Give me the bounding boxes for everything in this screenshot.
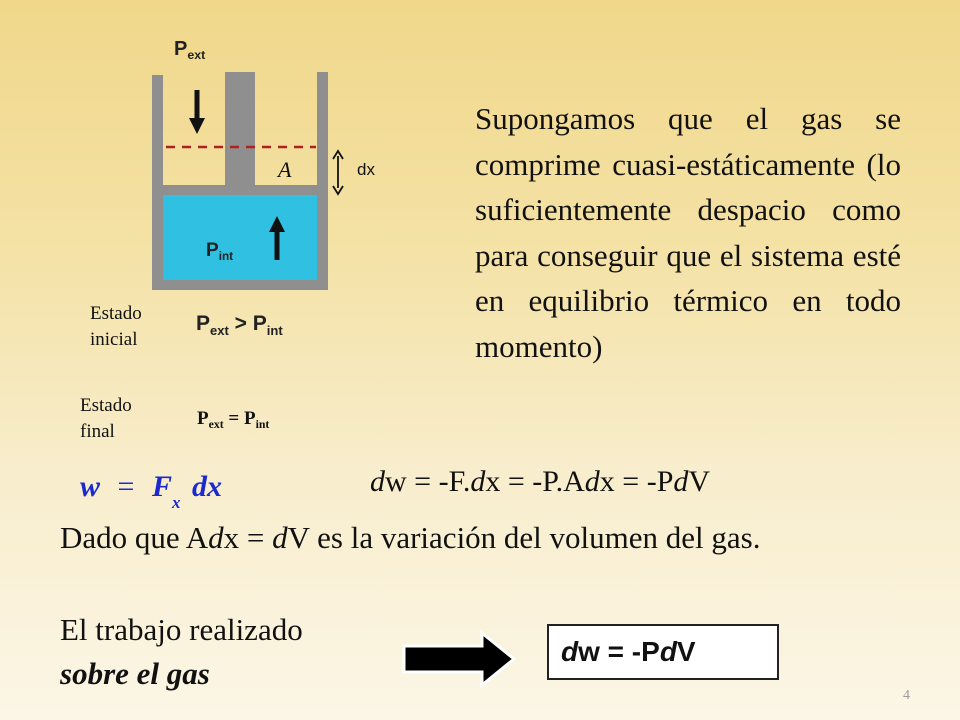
- estado-inicial-line1: Estado: [90, 303, 142, 324]
- dw-equation: dw = -F.dx = -P.Adx = -PdV: [370, 465, 710, 499]
- p-ext-sub: ext: [187, 48, 206, 63]
- formula-w: w: [80, 470, 101, 503]
- right-arrow-icon: [402, 630, 517, 688]
- p-int-main: P: [206, 240, 219, 261]
- dx-arrowhead-top: [332, 149, 344, 160]
- p-ext-arrowhead: [189, 118, 205, 134]
- piston-head: [163, 185, 317, 195]
- cond-op: >: [228, 312, 253, 335]
- cond-s2: int: [266, 322, 283, 338]
- cond-p2: P: [252, 312, 267, 335]
- cond-final-s2: int: [255, 418, 270, 432]
- work-on-gas-text: El trabajo realizado sobre el gas: [60, 608, 303, 696]
- p-int-label: Pint: [206, 240, 234, 264]
- cond-s1: ext: [210, 322, 229, 338]
- volume-change-sentence: Dado que Adx = dV es la variación del vo…: [60, 516, 900, 559]
- estado-final-line1: Estado: [80, 395, 132, 416]
- cond-final-p2: P: [243, 408, 256, 429]
- formula-x-sub: x: [171, 493, 181, 512]
- gas-volume: [163, 193, 317, 280]
- cond-final-s1: ext: [208, 418, 224, 432]
- cond-p1: P: [196, 312, 211, 335]
- dw-d3: d: [584, 465, 600, 498]
- p-int-sub: int: [218, 250, 234, 264]
- dado-d1: d: [208, 520, 224, 555]
- dw-t1: w = -F.: [385, 465, 471, 498]
- cond-final-op: =: [223, 408, 244, 429]
- dw-d1: d: [370, 465, 385, 498]
- cylinder-right-wall: [317, 72, 328, 290]
- formula-dx: dx: [191, 470, 222, 503]
- estado-inicial-label: Estado inicial: [90, 301, 142, 353]
- result-t1: w = -P: [578, 636, 660, 667]
- formula-F: F: [151, 470, 172, 503]
- cond-final-p1: P: [197, 408, 209, 429]
- result-box: dw = -PdV: [547, 624, 779, 680]
- estado-final-label: Estado final: [80, 393, 132, 445]
- area-label: A: [278, 157, 292, 182]
- dw-t4: V: [688, 465, 711, 498]
- dado-t1: Dado que A: [60, 520, 209, 555]
- dw-t3: x = -P: [599, 465, 674, 498]
- result-d1: d: [561, 636, 579, 667]
- dw-d2: d: [470, 465, 486, 498]
- p-ext-main: P: [174, 38, 188, 60]
- piston-rod: [225, 72, 255, 187]
- page-number: 4: [903, 688, 910, 703]
- dw-d4: d: [673, 465, 689, 498]
- estado-final-condition: Pext = Pint: [197, 408, 270, 432]
- dado-t3: V es la variación del volumen del gas.: [287, 520, 761, 555]
- dado-d2: d: [272, 520, 288, 555]
- cylinder-left-wall: [152, 75, 163, 290]
- p-ext-label: Pext: [174, 38, 206, 63]
- explanation-paragraph: Supongamos que el gas se comprime cuasi-…: [475, 101, 901, 364]
- trabajo-line1: El trabajo realizado: [60, 612, 303, 647]
- formula-eq: =: [117, 470, 135, 503]
- estado-inicial-condition: Pext > Pint: [196, 312, 283, 338]
- result-d2: d: [659, 636, 677, 667]
- work-formula: w = Fx dx: [80, 470, 222, 512]
- piston-diagram: [152, 72, 344, 290]
- dw-t2: x = -P.A: [485, 465, 585, 498]
- p-int-arrowhead: [269, 216, 285, 232]
- trabajo-line2: sobre el gas: [60, 656, 210, 691]
- result-t2: V: [676, 636, 696, 667]
- dx-arrowhead-bottom: [332, 185, 344, 196]
- dado-t2: x =: [223, 520, 273, 555]
- estado-final-line2: final: [80, 421, 115, 442]
- estado-inicial-line2: inicial: [90, 329, 138, 350]
- cylinder-bottom: [152, 280, 328, 290]
- dx-label: dx: [357, 160, 375, 179]
